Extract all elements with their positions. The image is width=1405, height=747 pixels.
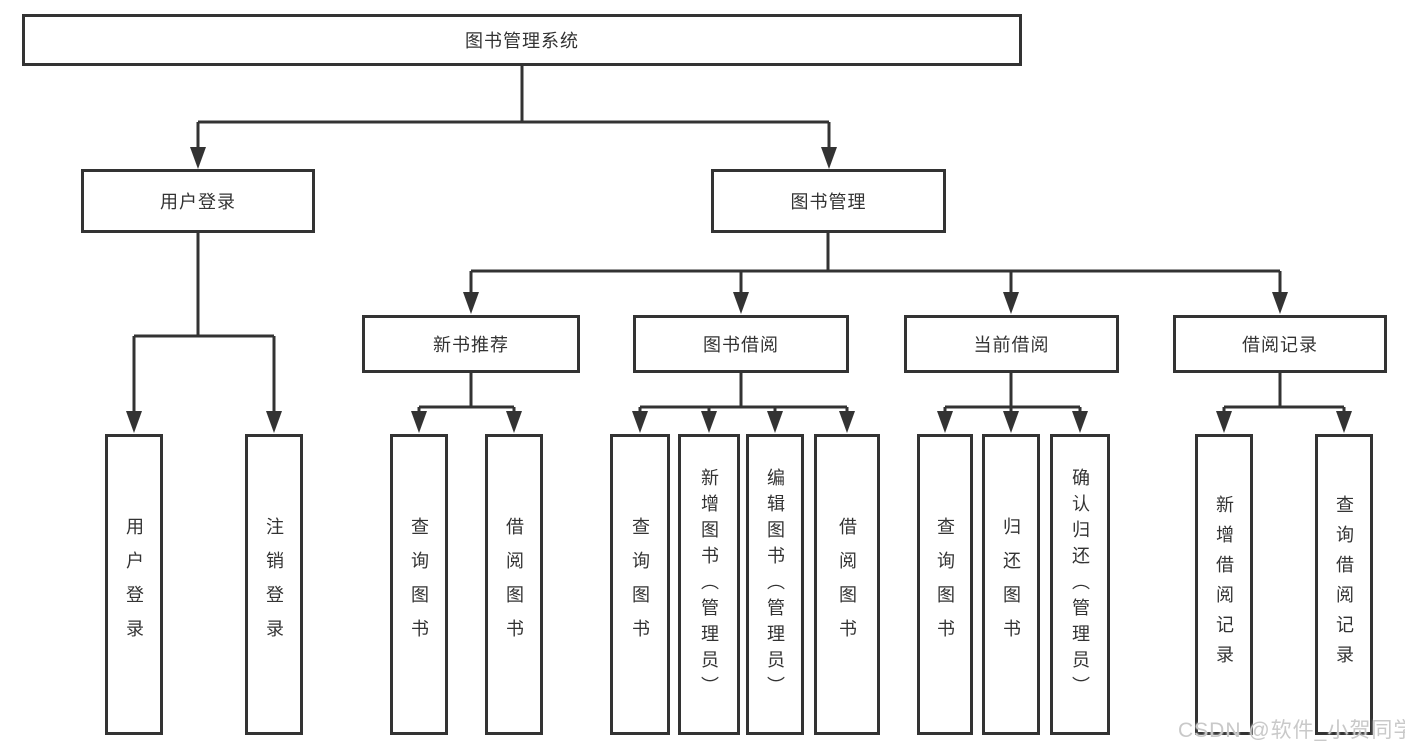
arrow-down-icon bbox=[506, 411, 522, 433]
leaf-borrowing-borrow-books: 借阅图书 bbox=[814, 434, 880, 735]
arrow-down-icon bbox=[839, 411, 855, 433]
arrow-down-icon bbox=[701, 411, 717, 433]
arrow-down-icon bbox=[1272, 292, 1288, 314]
arrow-down-icon bbox=[1336, 411, 1352, 433]
arrow-down-icon bbox=[733, 292, 749, 314]
node-label: 图书管理系统 bbox=[465, 31, 579, 51]
node-current-borrowing: 当前借阅 bbox=[904, 315, 1119, 373]
node-label: 当前借阅 bbox=[973, 335, 1050, 355]
leaf-return-books: 归还图书 bbox=[982, 434, 1040, 735]
leaf-user-login: 用户登录 bbox=[105, 434, 163, 735]
leaf-add-borrow-record: 新增借阅记录 bbox=[1195, 434, 1253, 735]
arrow-down-icon bbox=[463, 292, 479, 314]
leaf-logout: 注销登录 bbox=[245, 434, 303, 735]
leaf-confirm-return-admin: 确认归还（管理员） bbox=[1050, 434, 1110, 735]
leaf-edit-books-admin: 编辑图书（管理员） bbox=[746, 434, 804, 735]
node-label: 图书管理 bbox=[790, 192, 867, 212]
connector-borrow-records-children bbox=[1222, 373, 1346, 413]
leaf-label: 编辑图书（管理员） bbox=[765, 467, 785, 702]
leaf-current-query-books: 查询图书 bbox=[917, 434, 973, 735]
node-book-borrowing: 图书借阅 bbox=[633, 315, 849, 373]
leaf-label: 注销登录 bbox=[264, 516, 284, 653]
arrow-down-icon bbox=[821, 147, 837, 169]
arrow-down-icon bbox=[190, 147, 206, 169]
leaf-label: 归还图书 bbox=[1001, 516, 1021, 653]
arrow-down-icon bbox=[1003, 292, 1019, 314]
leaf-label: 借阅图书 bbox=[504, 516, 524, 653]
leaf-newrec-borrow-books: 借阅图书 bbox=[485, 434, 543, 735]
connector-root-to-level2 bbox=[196, 65, 831, 149]
arrow-down-icon bbox=[1216, 411, 1232, 433]
leaf-query-borrow-record: 查询借阅记录 bbox=[1315, 434, 1373, 735]
arrow-down-icon bbox=[632, 411, 648, 433]
connector-book-borrowing-children bbox=[638, 373, 849, 413]
node-user-login: 用户登录 bbox=[81, 169, 315, 233]
leaf-label: 查询图书 bbox=[409, 516, 429, 653]
leaf-label: 新增借阅记录 bbox=[1214, 494, 1234, 675]
arrow-down-icon bbox=[411, 411, 427, 433]
leaf-label: 确认归还（管理员） bbox=[1070, 467, 1090, 702]
leaf-label: 查询图书 bbox=[630, 516, 650, 653]
leaf-label: 查询图书 bbox=[935, 516, 955, 653]
node-label: 借阅记录 bbox=[1242, 335, 1318, 355]
node-new-book-recommend: 新书推荐 bbox=[362, 315, 580, 373]
arrow-down-icon bbox=[767, 411, 783, 433]
node-label: 用户登录 bbox=[160, 192, 236, 212]
node-label: 新书推荐 bbox=[433, 335, 509, 355]
arrow-down-icon bbox=[266, 411, 282, 433]
leaf-label: 新增图书（管理员） bbox=[699, 467, 719, 702]
leaf-add-books-admin: 新增图书（管理员） bbox=[678, 434, 740, 735]
csdn-watermark: CSDN @软件_小贺同学 bbox=[1178, 719, 1405, 742]
node-library-management-system: 图书管理系统 bbox=[22, 14, 1022, 66]
arrow-down-icon bbox=[1072, 411, 1088, 433]
leaf-newrec-query-books: 查询图书 bbox=[390, 434, 448, 735]
leaf-label: 查询借阅记录 bbox=[1334, 494, 1354, 675]
arrow-down-icon bbox=[937, 411, 953, 433]
leaf-label: 借阅图书 bbox=[837, 516, 857, 653]
connector-new-book-children bbox=[417, 373, 516, 413]
leaf-label: 用户登录 bbox=[124, 516, 144, 653]
node-label: 图书借阅 bbox=[703, 335, 779, 355]
node-borrow-records: 借阅记录 bbox=[1173, 315, 1387, 373]
arrow-down-icon bbox=[126, 411, 142, 433]
connector-current-borrowing-children bbox=[943, 373, 1082, 413]
connector-book-management-children bbox=[469, 233, 1282, 294]
arrowheads bbox=[126, 147, 1352, 433]
connector-user-login-children bbox=[132, 233, 276, 413]
leaf-borrowing-query-books: 查询图书 bbox=[610, 434, 670, 735]
arrow-down-icon bbox=[1003, 411, 1019, 433]
node-book-management: 图书管理 bbox=[711, 169, 946, 233]
